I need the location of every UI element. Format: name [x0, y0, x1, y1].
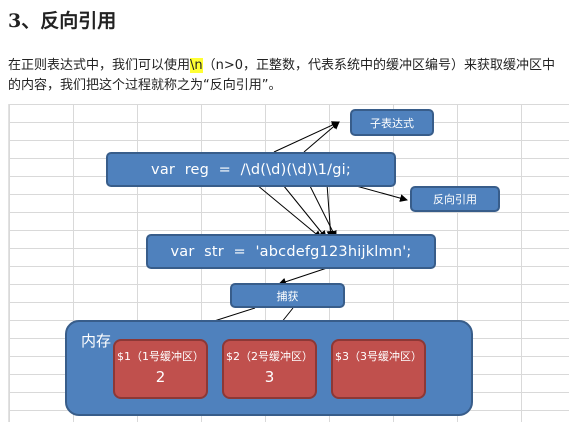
buffer-2: $2（2号缓冲区） 3	[222, 339, 317, 399]
regex-code-box: var reg = /\d(\d)(\d)\1/gi;	[106, 152, 396, 187]
buffer-2-label: $2（2号缓冲区）	[226, 350, 313, 363]
string-code-head: var str = 'abcdefg1	[170, 243, 329, 260]
paragraph-text-before: 在正则表达式中，我们可以使用	[8, 58, 191, 73]
string-code: var str = 'abcdefg123hijklmn';	[170, 244, 411, 260]
buffer-3: $3（3号缓冲区）	[331, 339, 426, 399]
buffer-1: $1（1号缓冲区） 2	[113, 339, 208, 399]
paragraph-text-after: （n>0，正整数，代表系统中的缓冲区编号）来获取缓冲区中的内容，我们把这个过程就…	[8, 58, 556, 93]
memory-box: 内存 $1（1号缓冲区） 2 $2（2号缓冲区） 3 $3（3号缓冲区）	[65, 320, 473, 416]
buffer-2-value: 3	[264, 368, 275, 386]
buffer-3-label: $3（3号缓冲区）	[335, 350, 422, 363]
arrow-backref-to-str	[326, 183, 335, 239]
highlighted-backref: \n	[190, 58, 203, 73]
backreference-label: 反向引用	[433, 193, 477, 206]
buffer-1-value: 2	[155, 368, 166, 386]
section-heading: 3、反向引用	[8, 10, 117, 32]
arrow-group2-to-str-3	[306, 179, 337, 239]
backreference-label-box: 反向引用	[410, 186, 500, 212]
arrow-escape-to-str	[250, 179, 322, 239]
arrow-group2-to-subexpr	[303, 121, 340, 153]
string-code-box: var str = 'abcdefg123hijklmn';	[146, 234, 436, 269]
arrow-group1-to-str-2	[278, 179, 327, 239]
buffer-1-label: $1（1号缓冲区）	[117, 350, 204, 363]
capture-label-box: 捕获	[230, 283, 345, 308]
string-code-match: 23	[329, 243, 348, 260]
subexpression-label: 子表达式	[370, 116, 414, 130]
backreference-diagram: 子表达式 var reg = /\d(\d)(\d)\1/gi; 反向引用 va…	[8, 104, 569, 422]
arrow-group1-to-subexpr	[273, 121, 340, 153]
memory-title: 内存	[81, 332, 112, 350]
arrow-match-to-capture	[278, 267, 328, 286]
intro-paragraph: 在正则表达式中，我们可以使用\n（n>0，正整数，代表系统中的缓冲区编号）来获取…	[8, 56, 568, 96]
capture-label: 捕获	[276, 289, 299, 303]
string-code-tail: hijklmn';	[347, 243, 412, 260]
subexpression-label-box: 子表达式	[350, 109, 434, 136]
regex-code: var reg = /\d(\d)(\d)\1/gi;	[151, 161, 351, 178]
